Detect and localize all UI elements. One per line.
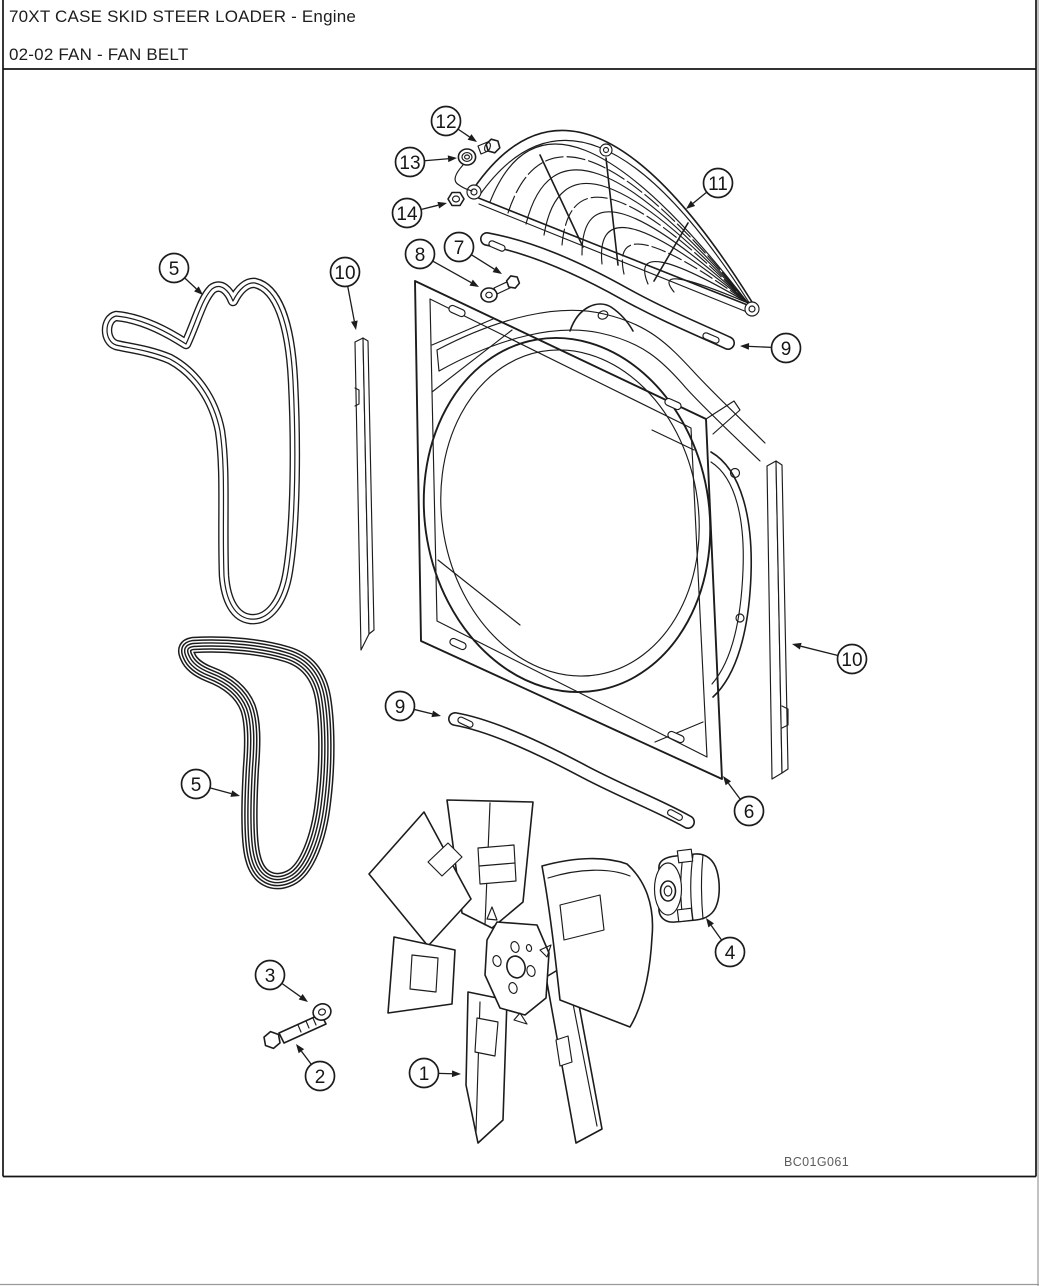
upper-mount-strap (480, 232, 735, 350)
page-title: 70XT CASE SKID STEER LOADER - Engine (9, 7, 357, 26)
callout-11: 11 (686, 167, 734, 209)
callout-2: 2 (296, 1044, 336, 1092)
arrowhead-icon (706, 918, 714, 928)
arrowhead-icon (469, 279, 479, 287)
strap-bolt (493, 275, 521, 295)
arrowhead-icon (792, 642, 802, 650)
arrowhead-icon (437, 201, 447, 209)
fan-shroud (414, 280, 766, 780)
guard-nut (447, 191, 465, 207)
svg-text:8: 8 (415, 245, 426, 266)
svg-text:7: 7 (454, 238, 465, 259)
svg-text:14: 14 (396, 204, 418, 225)
arrowhead-icon (451, 1070, 461, 1078)
svg-text:3: 3 (265, 966, 276, 987)
callout-4: 4 (706, 918, 746, 968)
arrowhead-icon (194, 286, 203, 295)
callout-5: 5 (180, 768, 240, 800)
svg-text:10: 10 (841, 650, 862, 671)
fan-spacer (653, 848, 721, 923)
lower-mount-strap (448, 712, 695, 829)
callout-3: 3 (254, 959, 308, 1002)
fan-washer (312, 1003, 332, 1021)
callout-9: 9 (740, 332, 802, 364)
callout-5: 5 (158, 252, 203, 295)
strap-washer (480, 287, 498, 303)
callout-13: 13 (394, 146, 457, 178)
callout-14: 14 (391, 197, 447, 229)
fan-belt-upper (101, 277, 301, 625)
guard-washer (457, 148, 477, 166)
arrowhead-icon (467, 134, 477, 142)
arrowhead-icon (431, 710, 441, 718)
fan-hub (484, 906, 552, 1025)
fan-blade-west (387, 936, 456, 1014)
callout-8: 8 (404, 238, 479, 287)
arrowhead-icon (447, 155, 457, 163)
svg-text:11: 11 (708, 174, 728, 195)
arrowhead-icon (723, 776, 732, 786)
svg-text:1: 1 (419, 1064, 430, 1085)
svg-text:9: 9 (395, 697, 406, 718)
svg-text:4: 4 (725, 943, 736, 964)
fan-blade-assembly (368, 799, 654, 1144)
svg-text:13: 13 (399, 153, 420, 174)
svg-text:12: 12 (435, 112, 456, 133)
callout-6: 6 (723, 776, 765, 827)
callouts-layer: 12 13 14 11 7 8 9 5 10 10 9 6 5 4 3 2 1 (158, 105, 868, 1092)
callout-1: 1 (408, 1057, 461, 1089)
fan-blade-east (541, 857, 654, 1028)
callout-7: 7 (443, 231, 502, 274)
guard-wire (454, 164, 473, 192)
figure-code: BC01G061 (784, 1155, 850, 1169)
svg-text:2: 2 (315, 1067, 326, 1088)
shroud-seal-strip-right (766, 460, 789, 780)
arrowhead-icon (230, 790, 240, 797)
callout-9: 9 (384, 690, 441, 722)
arrowhead-icon (298, 994, 308, 1002)
arrowhead-icon (686, 200, 696, 209)
fan-blade-south (465, 991, 508, 1144)
guard-bolt (477, 138, 501, 155)
callout-12: 12 (430, 105, 477, 142)
arrowhead-icon (740, 342, 750, 350)
svg-text:6: 6 (744, 802, 755, 823)
arrowhead-icon (296, 1044, 305, 1054)
arrowhead-icon (492, 266, 502, 274)
fan-belt-lower (177, 636, 335, 890)
arrowhead-icon (350, 320, 358, 330)
callout-10: 10 (329, 256, 361, 330)
svg-text:5: 5 (191, 775, 202, 796)
callout-10: 10 (792, 642, 868, 675)
fan-bolt (263, 1013, 327, 1050)
shroud-seal-strip-left (354, 337, 375, 651)
svg-text:5: 5 (169, 259, 180, 280)
fan-guard-grille (466, 129, 760, 317)
svg-text:9: 9 (781, 339, 792, 360)
svg-text:10: 10 (334, 263, 355, 284)
section-title: 02-02 FAN - FAN BELT (9, 45, 189, 64)
